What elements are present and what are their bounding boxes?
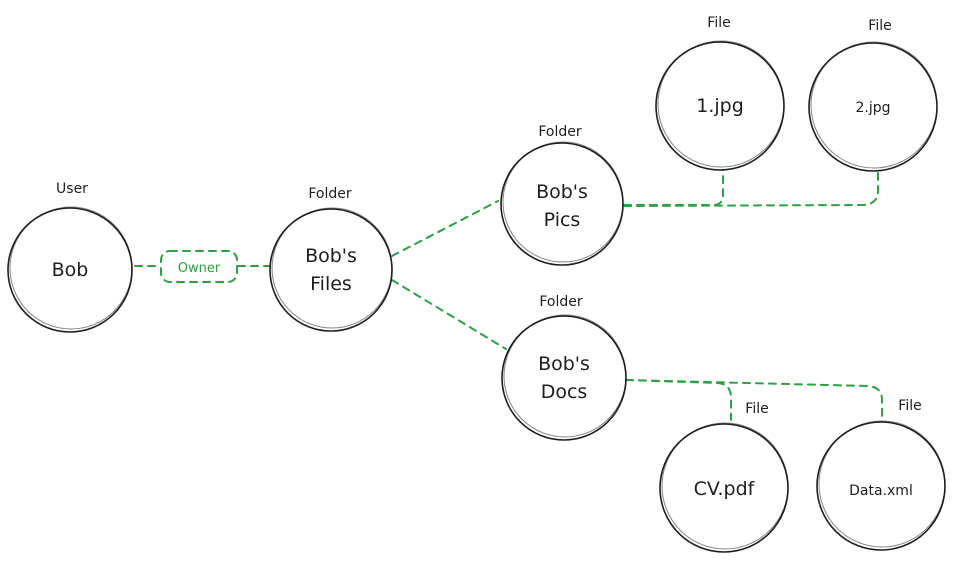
node-label-line-1: Bob's [538,353,590,375]
owner-edge-label: Owner [160,250,238,283]
node-type-label: Folder [308,186,352,202]
node-label: Data.xml [849,483,913,499]
owner-label-text: Owner [178,261,221,276]
node-label-line-1: Bob's [536,181,588,203]
node-file-cvpdf: File CV.pdf [659,401,789,553]
node-type-label: Folder [539,294,583,310]
node-label: 1.jpg [696,95,744,117]
node-label: CV.pdf [694,478,756,500]
node-type-label: File [707,15,730,31]
edge-bobs-docs-dataxml [625,379,883,421]
edge-bobs-pics-2jpg [623,171,879,207]
edge-bobs-docs-cvpdf [625,379,732,421]
edges: Owner [134,169,883,421]
node-type-label: File [745,401,768,417]
node-label-line-2: Pics [544,209,581,231]
node-label: 2.jpg [855,100,890,116]
owner-label-box [160,250,238,283]
node-type-label: File [898,398,921,414]
node-label-line-1: Bob's [305,245,357,267]
node-bobs-files: Folder Bob's Files [269,186,393,332]
node-label-line-2: Files [310,273,352,295]
edge-bobs-files-bobs-pics [391,200,499,257]
node-file-dataxml: File Data.xml [816,398,946,551]
node-bob: User Bob [7,181,133,333]
node-bobs-docs: Folder Bob's Docs [501,294,627,441]
node-bobs-pics: Folder Bob's Pics [500,124,624,266]
node-type-label: Folder [538,124,582,140]
node-label: Bob [52,259,89,281]
edge-bobs-files-bobs-docs [391,279,507,350]
node-file-1jpg: File 1.jpg [655,15,785,171]
edge-bobs-pics-1jpg [623,169,724,206]
node-type-label: User [56,181,88,197]
nodes: User Bob Folder Bob's Files Folder Bob's… [7,15,946,553]
node-file-2jpg: File 2.jpg [808,18,938,172]
node-label-line-2: Docs [541,381,588,403]
node-type-label: File [868,18,891,34]
